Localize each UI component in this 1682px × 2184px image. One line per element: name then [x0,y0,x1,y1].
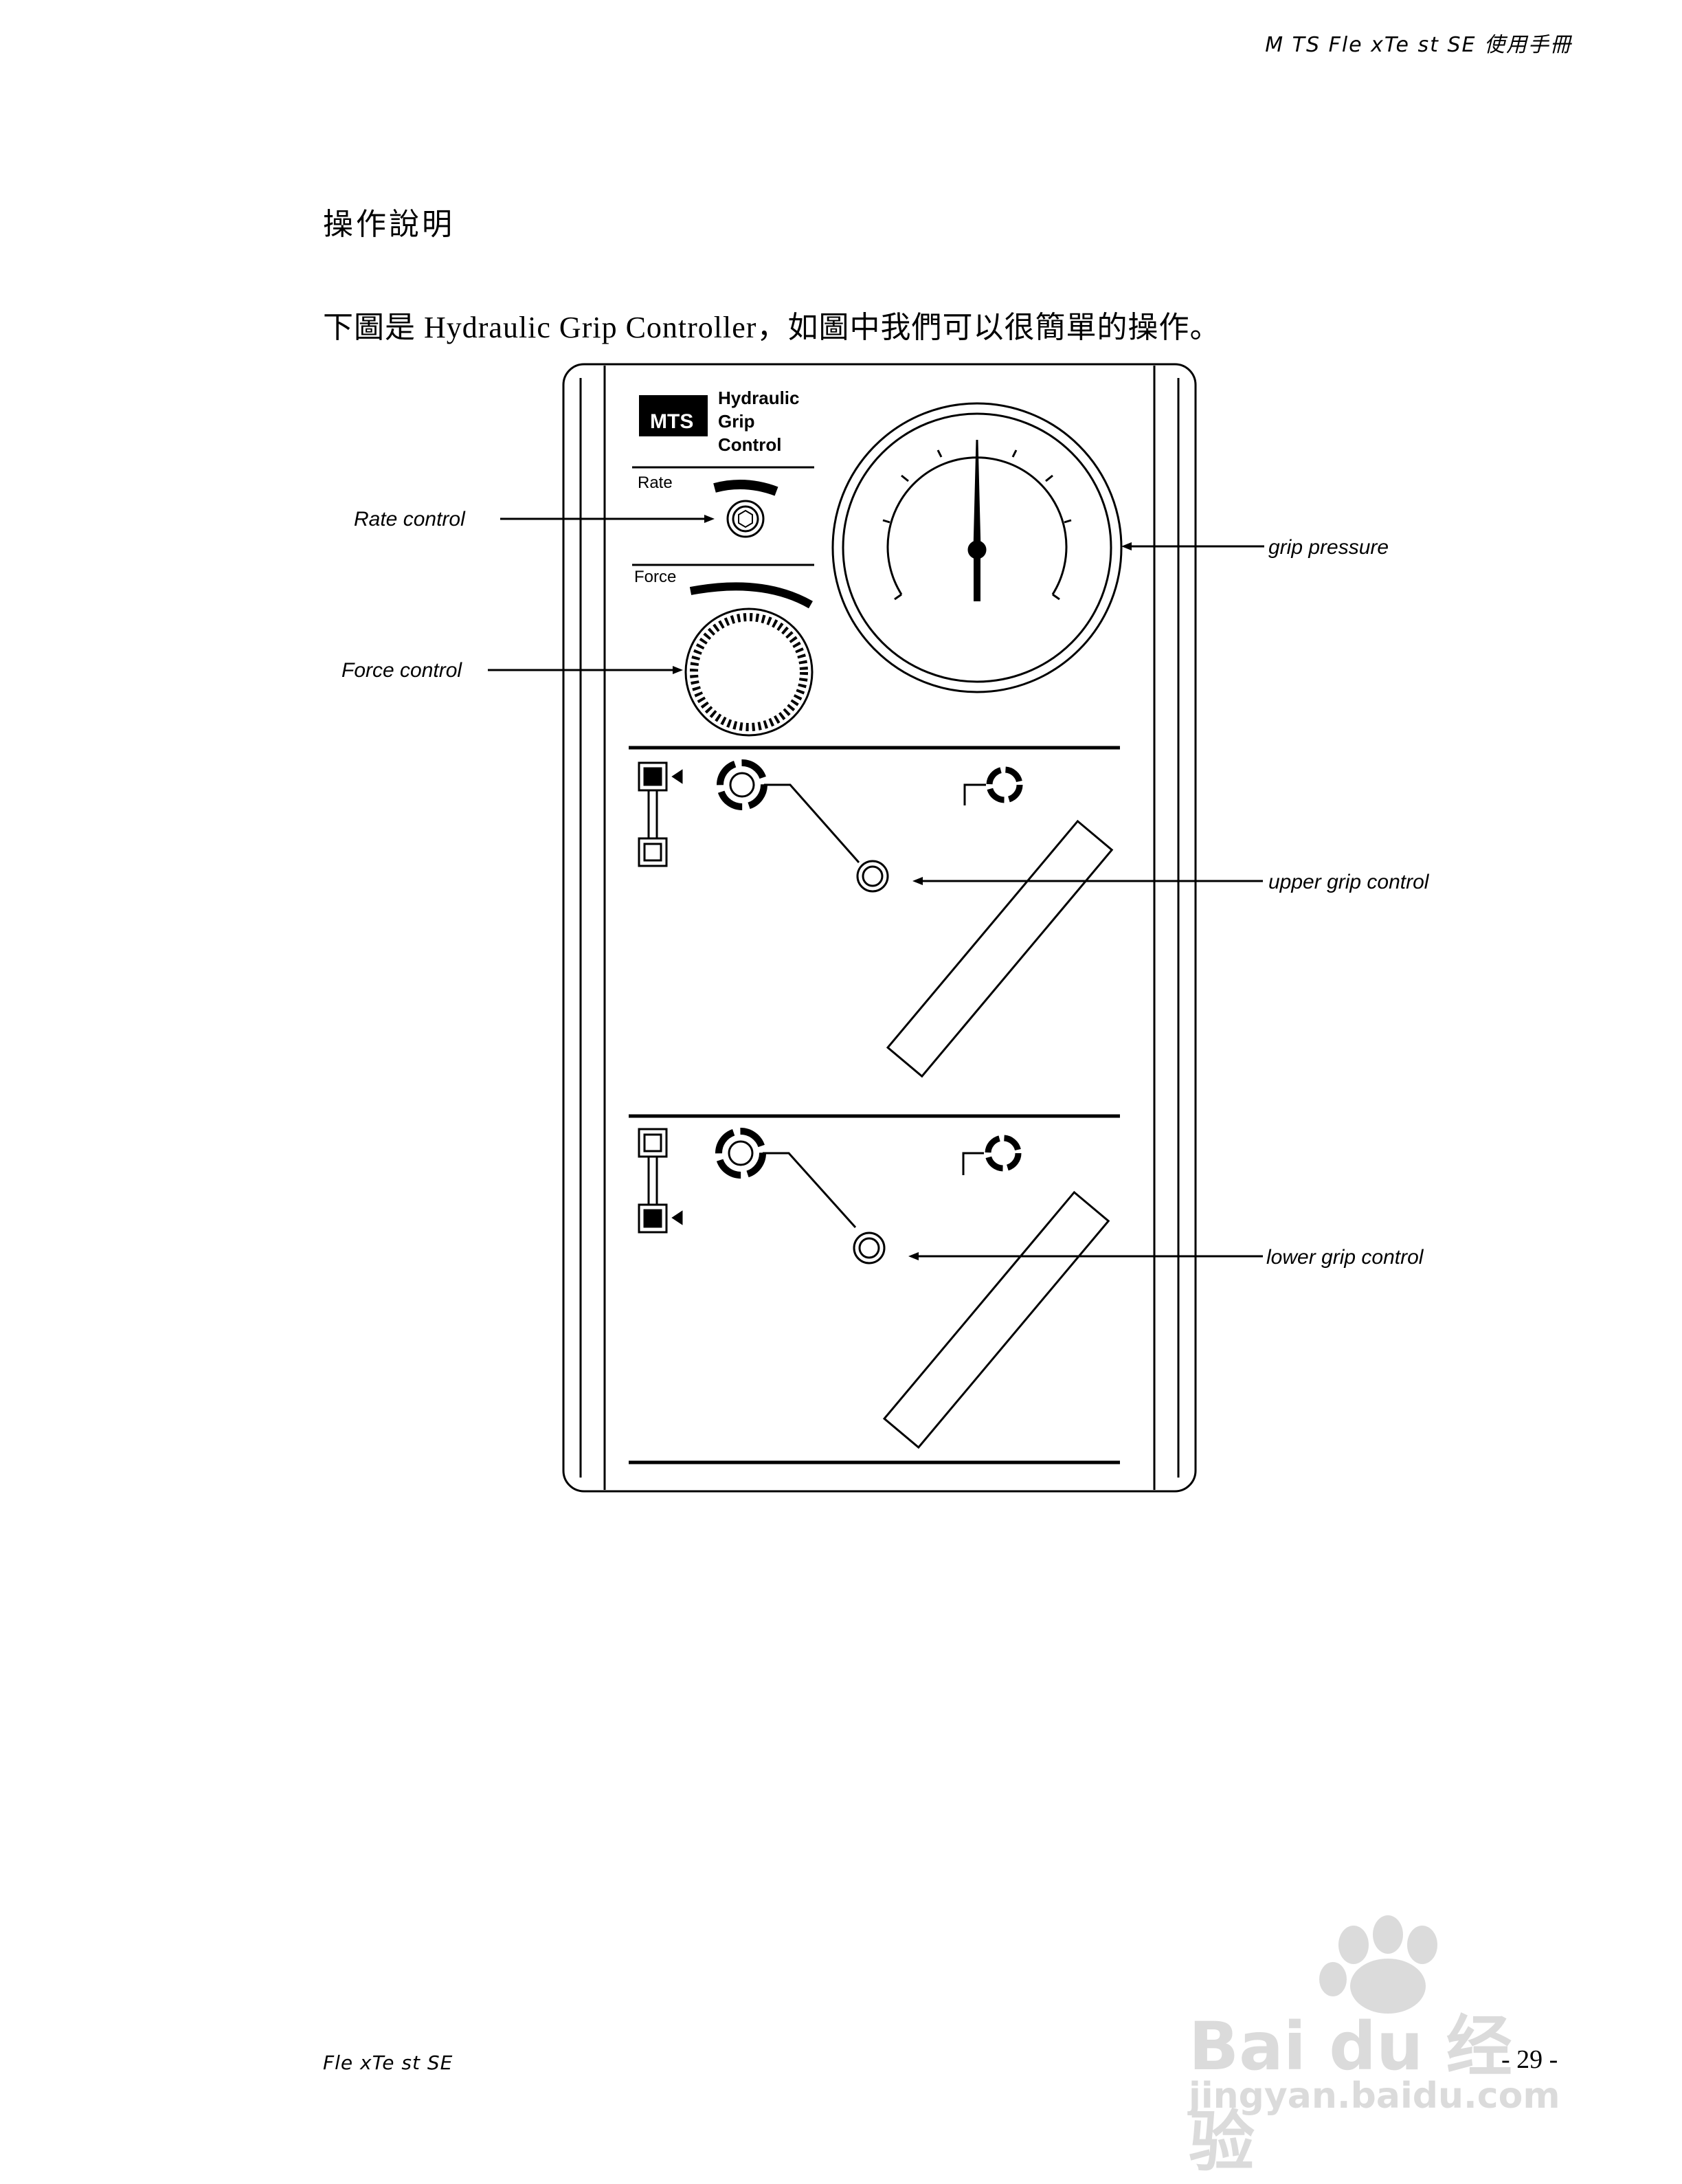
lower-grip-open-indicator [985,1135,1022,1172]
baidu-watermark: Bai du 经验 jingyan.baidu.com [1182,1904,1567,2181]
lower-grip-lever [882,1190,1110,1449]
section-title: 操作說明 [323,207,455,242]
force-knob-label: Force [634,568,676,586]
mts-logo-text: MTS [650,410,693,433]
lower-grip-control-callout: lower grip control [1266,1246,1424,1269]
panel-name-line-3: Control [718,434,781,455]
rate-control-callout: Rate control [354,508,466,531]
rate-knob-label: Rate [638,473,673,492]
panel-name-line-2: Grip [718,411,754,432]
panel-name-line-1: Hydraulic [718,388,800,408]
upper-grip-closed-indicator [717,759,767,810]
upper-grip-open-indicator [986,766,1023,803]
rate-knob [726,500,765,538]
upper-grip-icon [638,761,683,867]
gauge-needle [973,439,981,551]
lower-grip-lever-pivot [853,1232,886,1264]
paw-icon [1319,1915,1437,2014]
footer-product-name: Fle xTe st SE [323,2051,453,2074]
force-knob [684,608,814,737]
upper-grip-lever [886,819,1114,1078]
page-number: - 29 - [1501,2045,1558,2074]
force-control-callout: Force control [341,659,462,682]
lower-grip-icon [638,1128,683,1234]
panel-outer-frame [562,363,1197,1493]
rate-arc-indicator [713,480,778,496]
watermark-url: jingyan.baidu.com [1189,2075,1560,2117]
mts-logo [639,395,708,436]
force-arc-indicator [689,582,813,609]
hydraulic-grip-controller-figure: MTS Hydraulic Grip Control Rate Force Ra… [316,350,1525,1533]
intro-paragraph: 下圖是 Hydraulic Grip Controller，如圖中我們可以很簡單… [323,311,1221,344]
upper-grip-control-callout: upper grip control [1268,871,1430,893]
grip-pressure-gauge [831,402,1123,693]
lower-grip-closed-indicator [715,1128,766,1179]
running-header: M TS Fle xTe st SE 使用手冊 [1265,33,1572,57]
upper-grip-lever-pivot [856,860,889,893]
grip-pressure-callout: grip pressure [1268,536,1389,559]
watermark-brand: Bai du 经验 [1189,2008,1512,2181]
